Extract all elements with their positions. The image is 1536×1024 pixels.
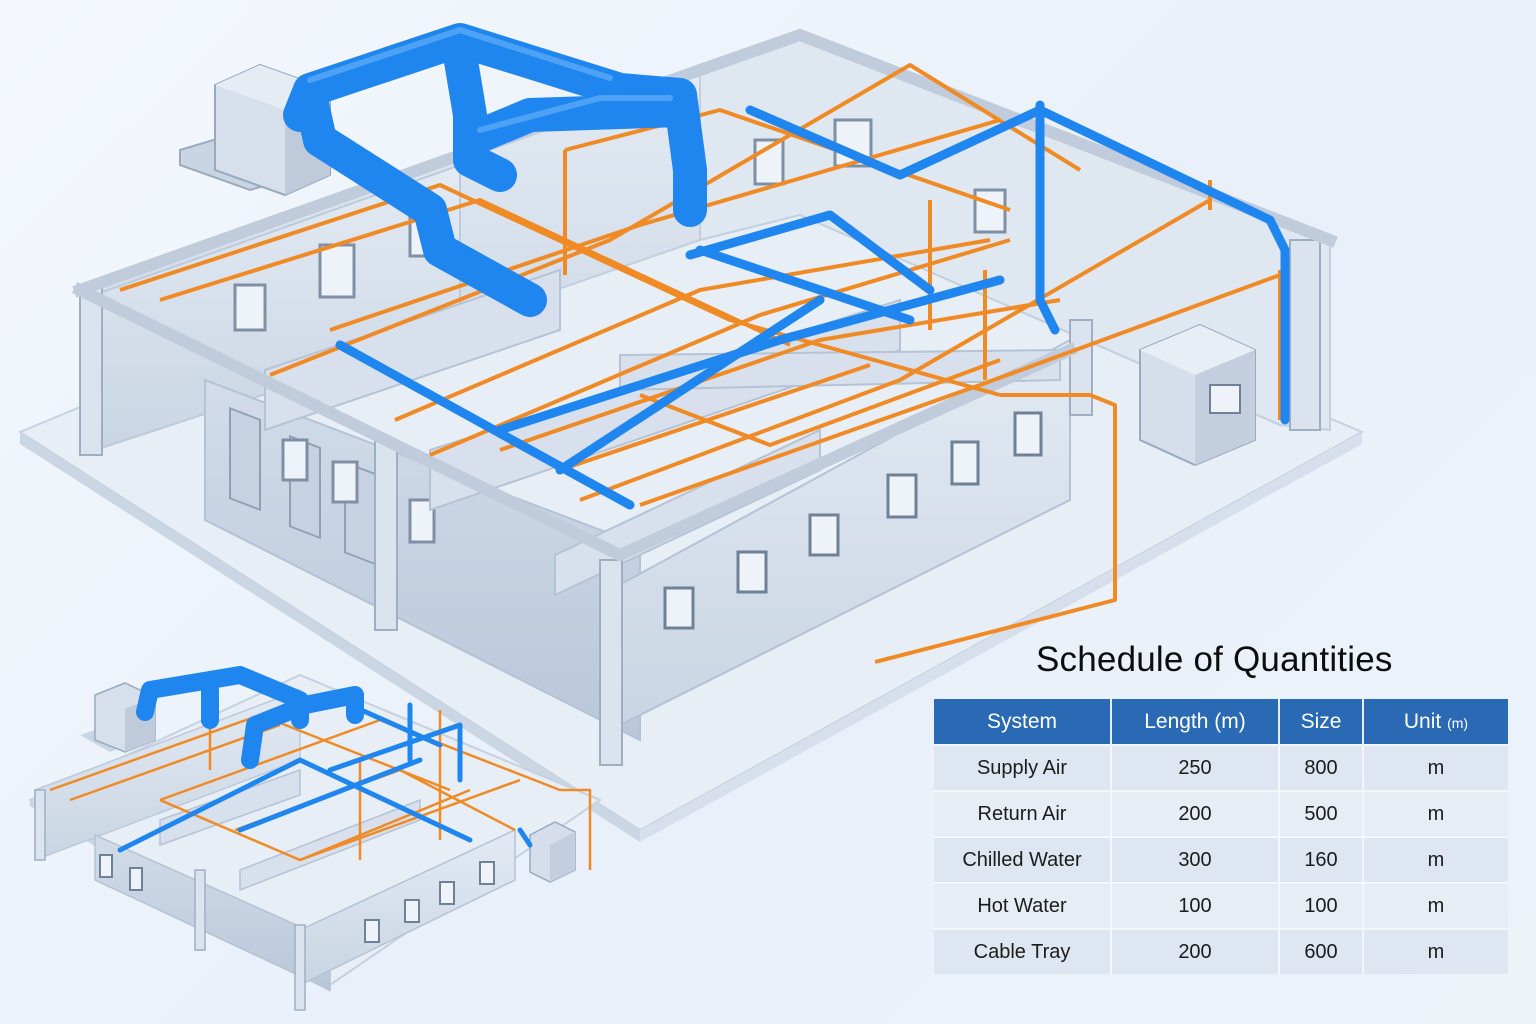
cell-system: Chilled Water xyxy=(934,836,1112,883)
front-windows xyxy=(663,411,1043,630)
cell-system: Return Air xyxy=(934,790,1112,837)
header-system: System xyxy=(934,699,1112,745)
cell-system: Cable Tray xyxy=(934,928,1112,974)
cell-length: 200 xyxy=(1111,790,1280,837)
structural-columns xyxy=(79,239,1321,766)
table-row: Hot Water 100 100 m xyxy=(934,882,1508,929)
cell-size: 160 xyxy=(1279,836,1364,883)
cell-size: 500 xyxy=(1279,790,1364,837)
cell-length: 250 xyxy=(1111,744,1280,791)
orange-pipework xyxy=(119,63,1282,664)
cell-system: Hot Water xyxy=(934,882,1112,929)
table-row: Supply Air 250 800 m xyxy=(934,744,1508,791)
cell-size: 800 xyxy=(1279,744,1364,791)
blue-pipework xyxy=(335,100,1290,510)
cell-system: Supply Air xyxy=(934,744,1112,791)
table-row: Chilled Water 300 160 m xyxy=(934,836,1508,883)
cell-unit: m xyxy=(1363,790,1508,837)
cell-size: 100 xyxy=(1279,882,1364,929)
header-unit-suffix: (m) xyxy=(1447,714,1469,731)
table-row: Cable Tray 200 600 m xyxy=(934,928,1508,974)
table-row: Return Air 200 500 m xyxy=(934,790,1508,837)
thumbnail-duct xyxy=(136,666,364,769)
header-length: Length (m) xyxy=(1111,699,1280,745)
header-size: Size xyxy=(1279,699,1364,745)
cell-unit: m xyxy=(1363,928,1508,974)
cell-length: 200 xyxy=(1111,928,1280,974)
cell-unit: m xyxy=(1363,744,1508,791)
main-building xyxy=(17,23,1365,842)
cell-length: 300 xyxy=(1111,836,1280,883)
header-unit-label: Unit xyxy=(1403,709,1442,733)
schedule-of-quantities-table: System Length (m) Size Unit (m) Supply A… xyxy=(934,699,1508,974)
table-header-row: System Length (m) Size Unit (m) xyxy=(934,699,1508,745)
thumbnail-condenser xyxy=(529,821,576,883)
header-unit: Unit (m) xyxy=(1363,699,1508,745)
cell-unit: m xyxy=(1363,836,1508,883)
cell-length: 100 xyxy=(1111,882,1280,929)
condenser-unit xyxy=(1139,323,1256,467)
schedule-title: Schedule of Quantities xyxy=(1036,640,1393,679)
cell-size: 600 xyxy=(1279,928,1364,974)
cell-unit: m xyxy=(1363,882,1508,929)
thumbnail-building xyxy=(27,666,603,1011)
